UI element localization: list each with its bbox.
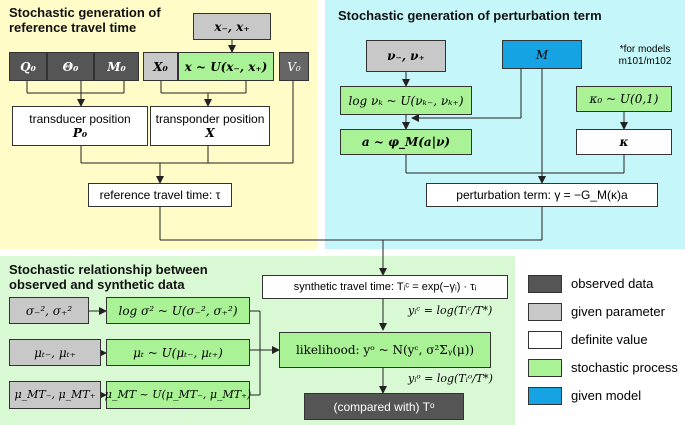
legend-swatch-given-parameter [528,303,562,321]
kappa0-distribution-box: κ₀ ~ U(0,1) [576,86,672,112]
theta0-box: Θ₀ [47,52,94,81]
x-bounds-box: x₋, x₊ [193,13,271,40]
transponder-symbol: X [205,126,215,140]
transponder-label: transponder position [155,112,265,126]
mumt-bounds-box: μ_MT₋, μ_MT₊ [9,381,101,409]
legend-swatch-observed [528,275,562,293]
yc-equation: yᵢᶜ = log(Tᵢᶜ/T*) [408,304,493,317]
legend-swatch-definite [528,331,562,349]
kappa-box: κ [576,129,672,155]
transducer-label: transducer position [29,112,131,126]
x0-box: X₀ [143,52,178,81]
legend-label-observed: observed data [571,276,654,291]
sigma-bounds-box: σ₋², σ₊² [9,297,89,324]
legend-label-model: given model [571,388,642,403]
transducer-symbol: P₀ [72,126,88,140]
mut-bounds-box: μₜ₋, μₜ₊ [9,339,101,366]
log-nu-distribution-box: log νₖ ~ U(νₖ₋, νₖ₊) [340,86,472,115]
perturbation-term-box: perturbation term: γ = −G_M(κ)a [426,183,658,207]
transponder-position-box: transponder position X [150,106,270,146]
v0-box: V₀ [279,52,309,81]
compared-with-box: (compared with) Tᵒ [304,393,464,420]
model-box: M [502,40,582,69]
model-note: *for models m101/m102 [618,44,672,67]
legend-swatch-model [528,387,562,405]
likelihood-box: likelihood: yᵒ ~ N(yᶜ, σ²Σᵧ(μ)) [279,332,491,368]
synthetic-travel-time-box: synthetic travel time: Tᵢᶜ = exp(−γᵢ) · … [262,275,508,299]
sigma-distribution-box: log σ² ~ U(σ₋², σ₊²) [106,297,250,324]
nu-bounds-box: ν₋, ν₊ [366,40,446,72]
yo-equation: yᵢᵒ = log(Tᵢᵒ/T*) [408,372,493,385]
m0-box: M₀ [94,52,139,81]
q0-box: Q₀ [9,52,47,81]
perturbation-panel-title: Stochastic generation of perturbation te… [338,8,602,23]
legend-swatch-stochastic [528,359,562,377]
mumt-distribution-box: μ_MT ~ U(μ_MT₋, μ_MT₊) [105,381,251,409]
legend-label-given-parameter: given parameter [571,304,665,319]
a-distribution-box: a ~ φ_M(a|ν) [340,129,472,155]
relationship-panel-title: Stochastic relationship between observed… [9,262,208,292]
reference-panel-title: Stochastic generation of reference trave… [9,5,161,35]
legend-label-definite: definite value [571,332,648,347]
transducer-position-box: transducer position P₀ [12,106,148,146]
x-distribution-box: x ~ U(x₋, x₊) [178,52,274,81]
reference-travel-time-box: reference travel time: τ [88,183,232,207]
mut-distribution-box: μₜ ~ U(μₜ₋, μₜ₊) [106,339,250,366]
legend-label-stochastic: stochastic process [571,360,678,375]
